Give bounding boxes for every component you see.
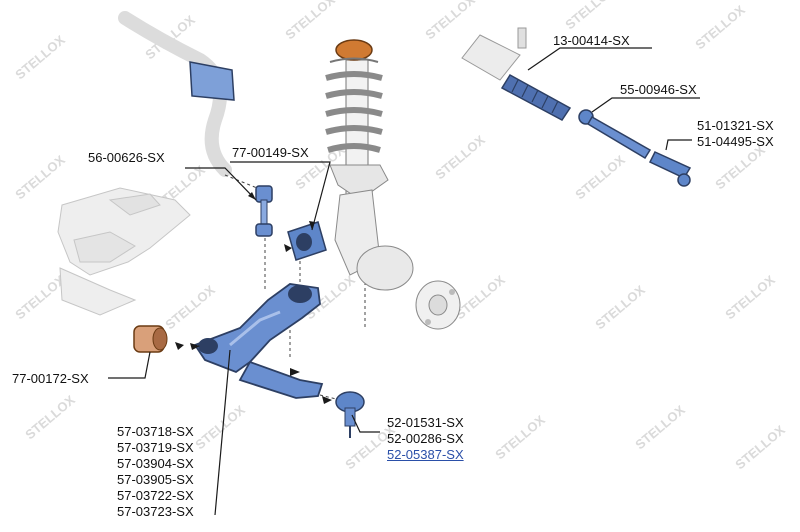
bushing-icon bbox=[133, 325, 168, 353]
watermark-text: STELLOX bbox=[12, 32, 68, 82]
part-number-stabilizer-link: 56-00626-SX bbox=[88, 150, 165, 165]
part-number-tie-rod-boot: 13-00414-SX bbox=[553, 33, 630, 48]
part-number-inner-tie-rod: 55-00946-SX bbox=[620, 82, 697, 97]
subframe-icon bbox=[57, 187, 191, 316]
watermark-text: STELLOX bbox=[492, 412, 548, 462]
part-number-tie-rod-end: 51-01321-SX bbox=[697, 118, 774, 133]
watermark-text: STELLOX bbox=[562, 0, 618, 32]
watermark-text: STELLOX bbox=[22, 392, 78, 442]
leader-arrows bbox=[175, 192, 332, 404]
watermark-text: STELLOX bbox=[192, 402, 248, 452]
part-number-tie-rod-end: 51-04495-SX bbox=[697, 134, 774, 149]
watermark-text: STELLOX bbox=[712, 142, 768, 192]
watermark-text: STELLOX bbox=[632, 402, 688, 452]
watermark-text: STELLOX bbox=[12, 272, 68, 322]
part-number-control-arm: 57-03722-SX bbox=[117, 488, 194, 503]
part-number-ball-joint: 52-00286-SX bbox=[387, 431, 464, 446]
watermark-text: STELLOX bbox=[722, 272, 778, 322]
part-number-front-bushing: 77-00172-SX bbox=[12, 371, 89, 386]
wheel-hub-icon bbox=[356, 245, 461, 330]
part-number-control-arm: 57-03718-SX bbox=[117, 424, 194, 439]
stabilizer-link-icon bbox=[255, 185, 273, 237]
watermark-text: STELLOX bbox=[572, 152, 628, 202]
ball-joint-icon bbox=[335, 391, 365, 438]
watermark-text: STELLOX bbox=[432, 132, 488, 182]
watermark-text: STELLOX bbox=[692, 2, 748, 52]
part-number-ball-joint-highlighted[interactable]: 52-05387-SX bbox=[387, 447, 464, 462]
part-number-ball-joint: 52-01531-SX bbox=[387, 415, 464, 430]
part-number-control-arm: 57-03719-SX bbox=[117, 440, 194, 455]
part-number-control-arm: 57-03723-SX bbox=[117, 504, 194, 519]
watermark-text: STELLOX bbox=[592, 282, 648, 332]
stabilizer-bracket-icon bbox=[189, 61, 235, 101]
watermark-text: STELLOX bbox=[162, 282, 218, 332]
watermark-text: STELLOX bbox=[12, 152, 68, 202]
watermark-text: STELLOX bbox=[452, 272, 508, 322]
watermark-text: STELLOX bbox=[732, 422, 788, 472]
leader-lines bbox=[108, 47, 700, 516]
part-number-rear-bushing: 77-00149-SX bbox=[232, 145, 309, 160]
bushing-icon bbox=[287, 221, 327, 261]
watermark-text: STELLOX bbox=[282, 0, 338, 42]
tie-rod-icon bbox=[461, 27, 692, 187]
watermark-text: STELLOX bbox=[422, 0, 478, 42]
control-arm-icon bbox=[193, 283, 324, 399]
part-number-control-arm: 57-03904-SX bbox=[117, 456, 194, 471]
part-number-control-arm: 57-03905-SX bbox=[117, 472, 194, 487]
